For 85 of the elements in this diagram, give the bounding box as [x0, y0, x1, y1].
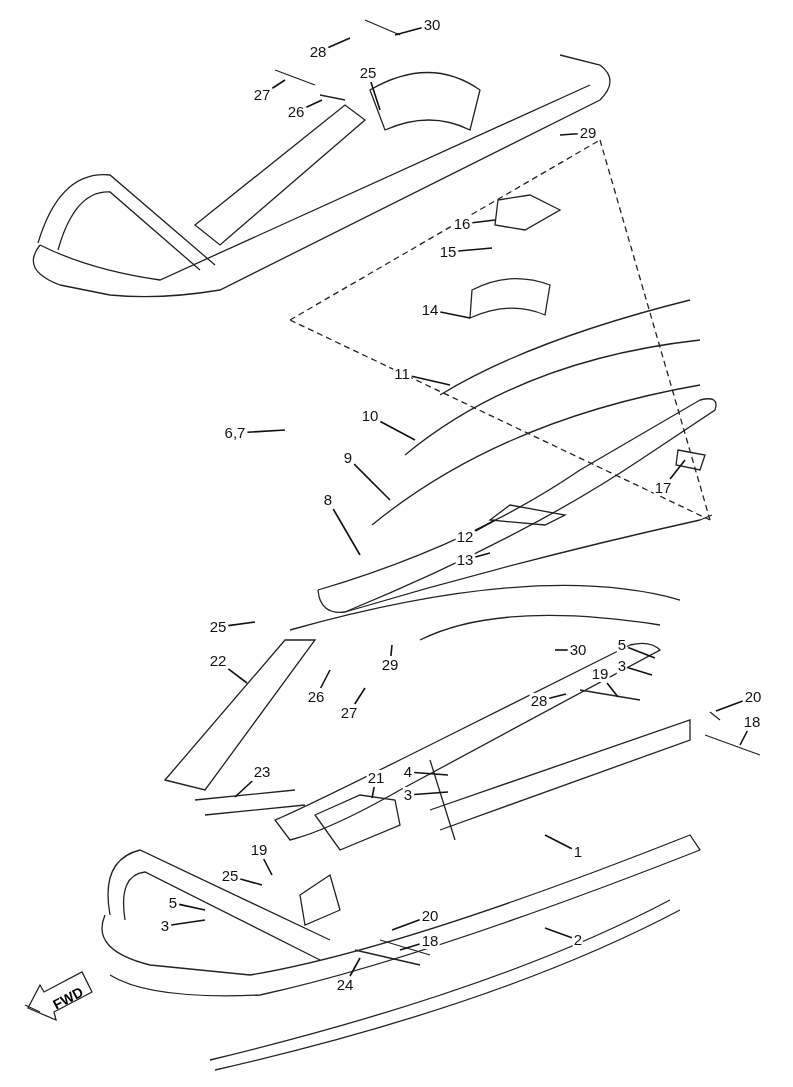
leader-line — [439, 311, 471, 319]
leader-line — [178, 903, 206, 911]
leader-line — [271, 79, 286, 90]
leader-line — [371, 786, 375, 799]
leader-line — [559, 132, 579, 136]
callout-number: 5 — [167, 895, 179, 911]
leader-line — [379, 420, 416, 441]
leader-line — [548, 693, 567, 700]
callout-number: 30 — [568, 642, 588, 658]
leader-line — [327, 37, 351, 49]
leader-line — [234, 780, 254, 798]
leader-line — [370, 81, 381, 111]
callout-number: 23 — [252, 764, 272, 780]
leader-line — [394, 27, 423, 36]
callout-number: 20 — [743, 689, 763, 705]
leader-line — [544, 927, 573, 939]
leader-line — [457, 247, 493, 252]
callout-number: 21 — [366, 770, 386, 786]
leader-line — [332, 508, 361, 556]
callout-number: 9 — [342, 450, 354, 466]
callout-number: 10 — [360, 408, 380, 424]
callout-number: 30 — [422, 17, 442, 33]
callout-number: 13 — [455, 552, 475, 568]
callout-number: 28 — [529, 693, 549, 709]
callout-number: 27 — [252, 87, 272, 103]
callout-number: 3 — [616, 658, 628, 674]
callout-number: 29 — [578, 125, 598, 141]
callout-number: 26 — [306, 689, 326, 705]
callout-number: 3 — [402, 787, 414, 803]
callout-number: 19 — [249, 842, 269, 858]
callout-number: 25 — [208, 619, 228, 635]
callout-number: 22 — [208, 653, 228, 669]
callout-number: 11 — [393, 366, 411, 382]
leader-line — [227, 621, 256, 627]
callout-number: 20 — [420, 908, 440, 924]
callout-number: 29 — [380, 657, 400, 673]
callout-number: 1 — [572, 844, 584, 860]
callout-number: 5 — [616, 637, 628, 653]
callout-number: 6,7 — [223, 425, 247, 441]
leader-line — [627, 646, 656, 659]
callout-number: 25 — [220, 868, 240, 884]
leader-line — [669, 459, 686, 480]
callout-number: 19 — [590, 666, 610, 682]
leader-line — [471, 219, 496, 224]
leader-line — [262, 858, 273, 876]
leader-line — [353, 687, 366, 705]
leader-line — [319, 669, 331, 689]
callout-number: 8 — [322, 492, 334, 508]
leader-line — [627, 667, 653, 676]
callout-number: 27 — [339, 705, 359, 721]
leader-line — [246, 429, 286, 434]
callout-number: 25 — [358, 65, 378, 81]
leader-line — [411, 375, 451, 386]
leader-line — [739, 730, 749, 746]
leader-line — [544, 834, 573, 850]
callout-number: 26 — [286, 104, 306, 120]
callout-number: 12 — [455, 529, 475, 545]
callout-number: 3 — [159, 918, 171, 934]
callout-number: 15 — [438, 244, 458, 260]
leader-line — [606, 682, 619, 698]
callout-number: 16 — [452, 216, 472, 232]
leader-line — [413, 791, 449, 796]
leader-line — [390, 644, 393, 657]
callout-number: 17 — [653, 480, 673, 496]
leader-line — [305, 99, 323, 109]
leader-line — [474, 519, 496, 532]
callout-number: 18 — [420, 933, 440, 949]
callout-number: 4 — [402, 764, 414, 780]
leader-line — [391, 919, 421, 931]
leader-line — [715, 700, 744, 712]
leader-line — [239, 878, 263, 886]
leader-line — [170, 919, 206, 926]
leader-line — [413, 771, 449, 776]
leader-line — [353, 463, 391, 501]
callout-number: 2 — [572, 932, 584, 948]
leader-line — [227, 668, 248, 684]
leader-line — [399, 943, 421, 951]
leader-line — [474, 552, 491, 558]
direction-label: FWD — [50, 983, 86, 1013]
callout-number: 14 — [420, 302, 440, 318]
callout-number: 18 — [742, 714, 762, 730]
leader-line — [349, 957, 361, 977]
callout-number: 28 — [308, 44, 328, 60]
leader-line — [554, 649, 569, 651]
callout-number: 24 — [335, 977, 355, 993]
